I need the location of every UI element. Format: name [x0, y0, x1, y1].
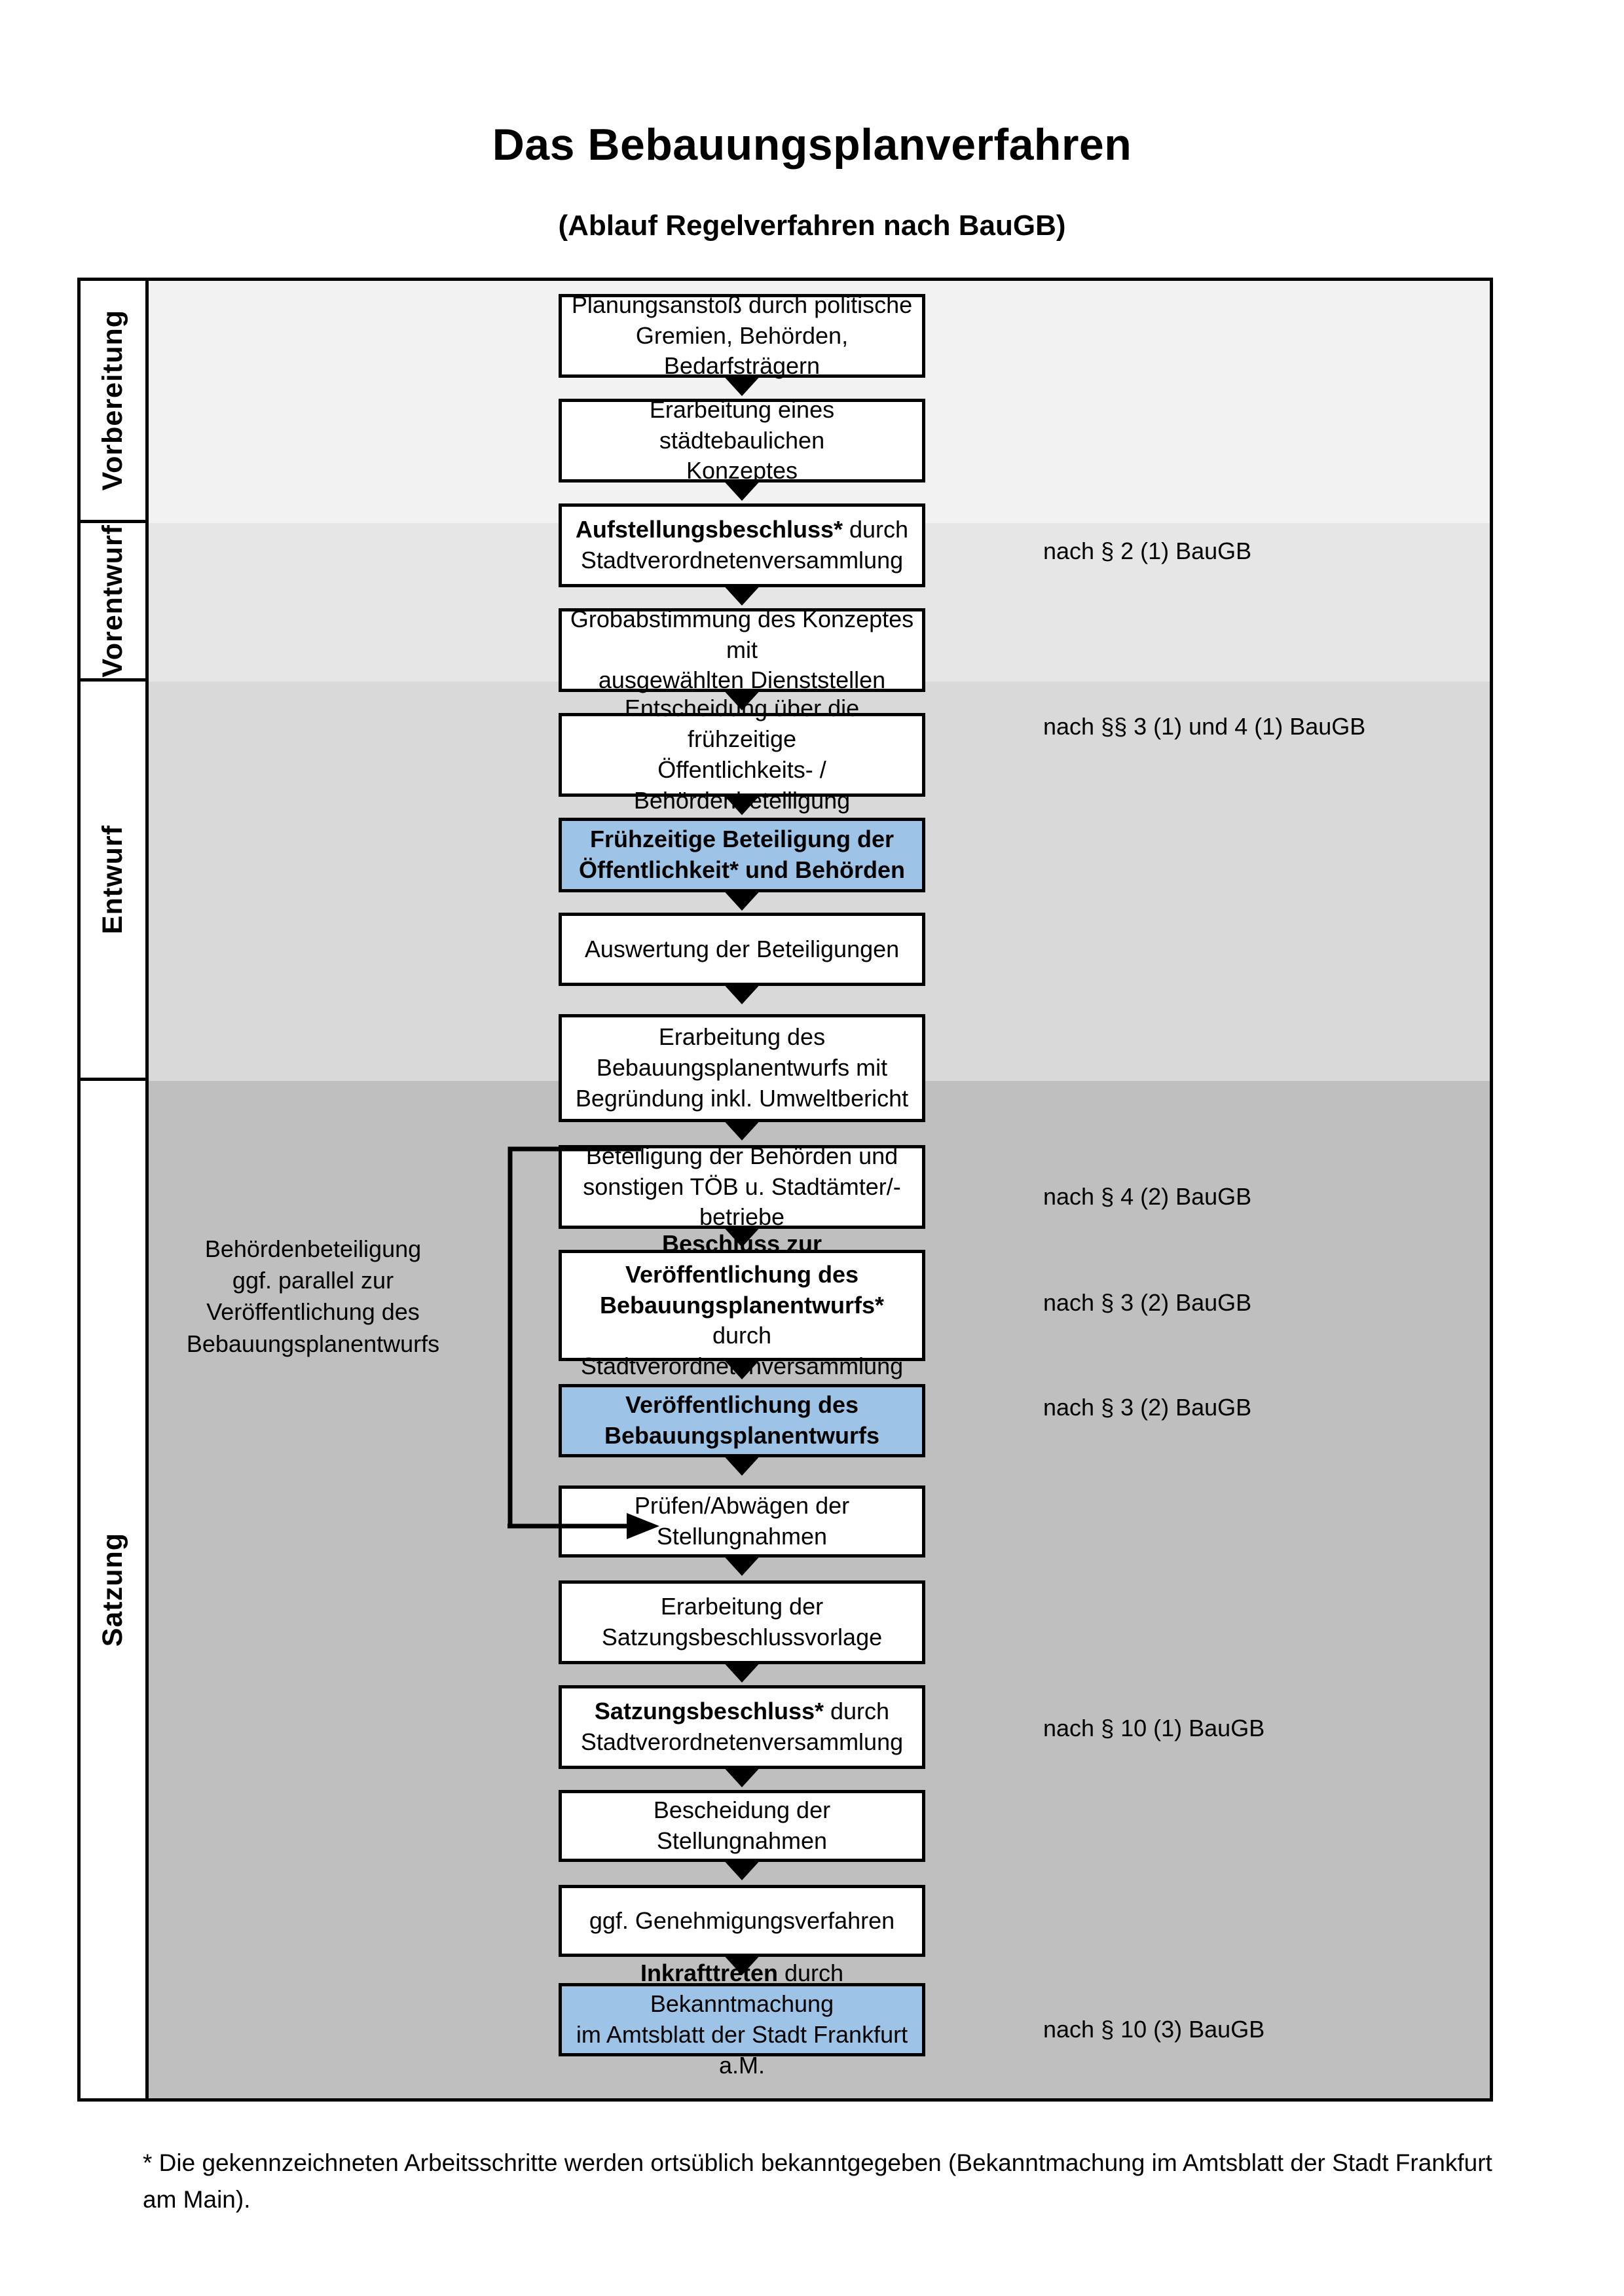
process-box-beteiligung-behoerden-line-2: sonstigen TÖB u. Stadtämter/-betriebe	[583, 1173, 901, 1231]
process-box-veroeffentlichung-line-2: Bebauungsplanentwurfs	[604, 1421, 879, 1451]
process-box-genehmigungsverfahren-line-1: ggf. Genehmigungsverfahren	[589, 1906, 895, 1934]
page-title: Das Bebauungsplanverfahren	[492, 120, 1132, 170]
phase-cell-entwurf: Entwurf	[81, 682, 149, 1081]
process-box-aufstellungsbeschluss-line-2: Stadtverordnetenversammlung	[580, 547, 904, 574]
process-box-auswertung[interactable]: Auswertung der Beteiligungen	[559, 913, 925, 986]
process-box-planungsanstoss-line-1: Planungsanstoß durch politische	[571, 291, 913, 318]
process-box-pruefen-abwaegen-line-1: Prüfen/Abwägen der Stellungnahmen	[634, 1492, 850, 1550]
ref-par3-4-1: nach §§ 3 (1) und 4 (1) BauGB	[1043, 713, 1366, 740]
process-box-satzungsbeschluss-bold-term: Satzungsbeschluss*	[594, 1698, 824, 1725]
phase-cell-vorbereitung: Vorbereitung	[81, 281, 149, 523]
process-box-satzungsbeschluss-line-1: Satzungsbeschluss* durch	[594, 1698, 890, 1725]
process-box-planungsanstoss-line-2: Gremien, Behörden, Bedarfsträgern	[635, 321, 849, 380]
process-box-entscheidung-fruehzeitig-line-2: Öffentlichkeits- / Behördenbeteiligung	[633, 756, 851, 814]
process-box-satzungsvorlage-line-2: Satzungsbeschlussvorlage	[601, 1624, 883, 1650]
process-box-beschluss-veroeffentlichung-line-2: Bebauungsplanentwurfs* durch	[599, 1291, 885, 1349]
phase-label-entwurf: Entwurf	[97, 824, 128, 935]
process-box-veroeffentlichung-bold-line-1: Veröffentlichung des	[625, 1391, 859, 1419]
process-box-erarbeitung-entwurf-line-1: Erarbeitung des	[658, 1023, 826, 1051]
process-box-beschluss-veroeffentlichung-line-1: Beschluss zur Veröffentlichung des	[568, 1229, 915, 1290]
process-box-beschluss-veroeffentlichung-line-3: Stadtverordnetenversammlung	[580, 1353, 904, 1380]
process-box-veroeffentlichung-bold-line-2: Bebauungsplanentwurfs	[604, 1422, 880, 1449]
side-annotation-line-1: Behördenbeteiligung	[204, 1235, 422, 1262]
side-annotation-line-4: Bebauungsplanentwurfs	[186, 1330, 440, 1357]
process-box-aufstellungsbeschluss-line-1: Aufstellungsbeschluss* durch	[575, 516, 909, 543]
footnote-text: * Die gekennzeichneten Arbeitsschritte w…	[143, 2149, 1492, 2213]
process-box-beschluss-veroeffentlichung-bold-line-2: Bebauungsplanentwurfs*	[599, 1291, 885, 1319]
process-box-auswertung-line-1: Auswertung der Beteiligungen	[584, 935, 900, 962]
phase-cell-vorentwurf: Vorentwurf	[81, 523, 149, 682]
process-box-inkrafttreten-line-2: im Amtsblatt der Stadt Frankfurt a.M.	[576, 2021, 908, 2079]
process-box-inkrafttreten-bold-term: Inkrafttreten	[640, 1959, 778, 1987]
process-box-erarbeitung-entwurf-line-3: Begründung inkl. Umweltbericht	[575, 1084, 909, 1112]
process-box-konzept-line-1: Erarbeitung eines städtebaulichen	[649, 395, 835, 454]
side-annotation-behoerdenbeteiligung: Behördenbeteiligung ggf. parallel zur Ve…	[172, 1233, 454, 1360]
process-box-inkrafttreten-line-1: Inkrafttreten durch Bekanntmachung	[640, 1959, 844, 2018]
process-box-aufstellungsbeschluss-bold-term: Aufstellungsbeschluss*	[575, 516, 843, 543]
side-annotation-line-2: ggf. parallel zur	[232, 1267, 394, 1294]
process-box-grobabstimmung[interactable]: Grobabstimmung des Konzeptes mit ausgewäh…	[559, 606, 925, 693]
process-box-genehmigungsverfahren[interactable]: ggf. Genehmigungsverfahren	[559, 1885, 925, 1957]
ref-par4-2: nach § 4 (2) BauGB	[1043, 1183, 1252, 1210]
process-box-beschluss-veroeffentlichung-bold-line-1: Beschluss zur Veröffentlichung des	[625, 1230, 859, 1288]
process-box-beteiligung-behoerden-line-1: Beteiligung der Behörden und	[585, 1142, 898, 1169]
process-box-konzept-line-2: Konzeptes	[686, 457, 798, 484]
process-box-veroeffentlichung-line-1: Veröffentlichung des	[625, 1390, 858, 1421]
phase-label-satzung: Satzung	[97, 1532, 128, 1647]
process-box-satzungsvorlage-line-1: Erarbeitung der	[660, 1593, 824, 1620]
flowchart-frame: Vorbereitung Vorentwurf Entwurf Satzung …	[77, 278, 1493, 2102]
process-box-grobabstimmung-line-2: ausgewählten Dienststellen	[598, 666, 886, 694]
side-annotation-line-3: Veröffentlichung des	[206, 1298, 420, 1326]
ref-par3-2-a: nach § 3 (2) BauGB	[1043, 1289, 1252, 1316]
page-subtitle: (Ablauf Regelverfahren nach BauGB)	[558, 210, 1066, 242]
phase-label-vorbereitung: Vorbereitung	[97, 310, 128, 491]
process-box-fruehzeitige-beteiligung-line-1: Frühzeitige Beteiligung der	[590, 824, 894, 855]
ref-par3-2-b: nach § 3 (2) BauGB	[1043, 1394, 1252, 1421]
phase-cell-satzung: Satzung	[81, 1081, 149, 2098]
phase-label-vorentwurf: Vorentwurf	[97, 524, 128, 678]
process-box-grobabstimmung-line-1: Grobabstimmung des Konzeptes mit	[570, 605, 914, 663]
process-box-satzungsbeschluss-line-2: Stadtverordnetenversammlung	[580, 1728, 904, 1755]
process-box-pruefen-abwaegen[interactable]: Prüfen/Abwägen der Stellungnahmen	[559, 1485, 925, 1558]
ref-par10-3: nach § 10 (3) BauGB	[1043, 2016, 1265, 2043]
process-box-erarbeitung-entwurf-line-2: Bebauungsplanentwurfs mit	[596, 1054, 888, 1082]
process-box-fruehzeitige-beteiligung-line-2: Öffentlichkeit* und Behörden	[579, 855, 905, 886]
process-box-beteiligung-behoerden[interactable]: Beteiligung der Behörden und sonstigen TÖ…	[559, 1142, 925, 1230]
process-box-bescheidung-line-1: Bescheidung der Stellungnahmen	[653, 1796, 831, 1854]
ref-par10-1: nach § 10 (1) BauGB	[1043, 1715, 1265, 1741]
process-box-fruehzeitige-beteiligung-bold-line-2: Öffentlichkeit* und Behörden	[578, 856, 906, 883]
process-box-entscheidung-fruehzeitig-line-1: Entscheidung über die frühzeitige	[624, 695, 860, 753]
ref-par2-1: nach § 2 (1) BauGB	[1043, 538, 1252, 564]
process-box-bescheidung[interactable]: Bescheidung der Stellungnahmen	[559, 1790, 925, 1862]
process-box-fruehzeitige-beteiligung-bold-line-1: Frühzeitige Beteiligung der	[589, 826, 895, 853]
